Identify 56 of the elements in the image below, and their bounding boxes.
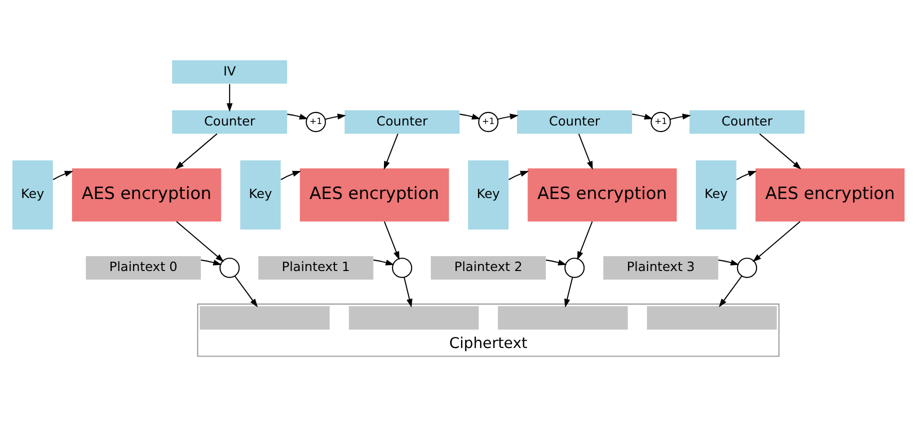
- arrow: [404, 276, 412, 307]
- arrow: [226, 84, 233, 112]
- node-box: Key: [12, 160, 53, 230]
- node-bar: [200, 306, 330, 330]
- arrow: [280, 170, 302, 180]
- arrow: [325, 113, 346, 120]
- node-circle: [736, 257, 758, 278]
- node-circle: [392, 257, 412, 278]
- arrow: [234, 275, 258, 307]
- node-bar: [498, 306, 628, 330]
- arrow: [577, 220, 593, 260]
- arrow: [508, 170, 529, 180]
- arrow: [200, 259, 222, 265]
- arrow: [52, 170, 74, 180]
- node-circle: +1: [306, 111, 326, 132]
- arrow: [632, 113, 653, 120]
- node-box: Counter: [172, 110, 288, 134]
- arrow: [752, 220, 800, 262]
- arrow: [460, 113, 480, 120]
- node-circle: [220, 257, 240, 278]
- node-box: Plaintext 1: [258, 256, 374, 280]
- arrow: [670, 113, 691, 120]
- arrow: [759, 132, 802, 169]
- node-circle: +1: [650, 111, 671, 132]
- node-bar: [646, 306, 777, 330]
- arrow: [578, 133, 593, 170]
- arrow: [546, 259, 567, 265]
- node-box: Counter: [517, 110, 632, 134]
- node-box: Plaintext 2: [430, 256, 546, 280]
- arrow: [718, 259, 740, 265]
- node-box: Plaintext 3: [603, 256, 718, 280]
- arrow: [736, 170, 757, 180]
- node-box: Key: [240, 160, 281, 230]
- node-box: Key: [468, 160, 509, 230]
- arrow: [287, 113, 308, 120]
- arrow: [373, 259, 394, 265]
- arrow: [176, 220, 224, 262]
- node-box: Plaintext 0: [86, 256, 201, 280]
- node-circle: [564, 257, 585, 278]
- node-box: AES encryption: [528, 168, 677, 222]
- node-circle: +1: [478, 111, 498, 132]
- arrow: [564, 276, 574, 307]
- node-box: Counter: [344, 110, 460, 134]
- node-box: AES encryption: [72, 168, 222, 222]
- node-box: AES encryption: [756, 168, 905, 222]
- node-box: Key: [696, 160, 736, 230]
- node-bar: [348, 306, 479, 330]
- arrow: [384, 133, 398, 170]
- node-box: IV: [172, 60, 288, 84]
- arrow: [718, 275, 742, 307]
- arrow: [384, 220, 400, 260]
- node-box: Counter: [690, 110, 804, 134]
- node-box: AES encryption: [300, 168, 449, 222]
- arrow: [175, 132, 218, 169]
- arrow: [498, 113, 519, 120]
- cluster: Ciphertext: [197, 303, 780, 356]
